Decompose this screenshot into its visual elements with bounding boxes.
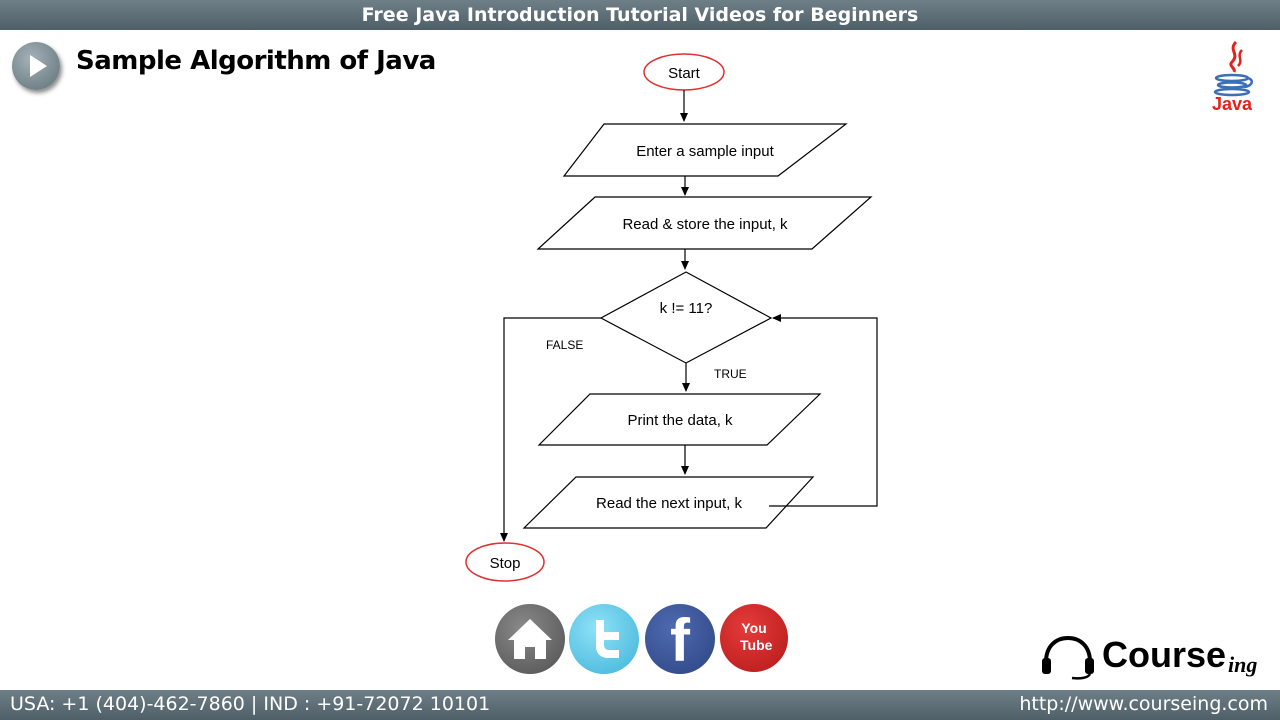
stop-node bbox=[465, 542, 545, 582]
read-next-label: Read the next input, k bbox=[596, 495, 742, 512]
brand-suffix-text: ing bbox=[1228, 652, 1258, 677]
footer-bar: USA: +1 (404)-462-7860 | IND : +91-72072… bbox=[0, 690, 1280, 720]
home-icon bbox=[508, 619, 552, 659]
twitter-button[interactable] bbox=[569, 604, 639, 674]
youtube-icon: You Tube bbox=[740, 620, 773, 654]
false-label: FALSE bbox=[546, 338, 583, 352]
input-node bbox=[562, 123, 848, 177]
edge-loop-back bbox=[769, 314, 878, 507]
stop-label: Stop bbox=[490, 555, 521, 572]
true-label: TRUE bbox=[714, 367, 747, 381]
facebook-button[interactable]: f bbox=[645, 604, 715, 674]
twitter-icon bbox=[596, 620, 619, 658]
facebook-icon: f bbox=[670, 607, 690, 674]
edge-false-stop bbox=[500, 317, 601, 542]
input-label: Enter a sample input bbox=[636, 143, 774, 160]
contact-info: USA: +1 (404)-462-7860 | IND : +91-72072… bbox=[10, 693, 491, 715]
java-logo-text: Java bbox=[1212, 94, 1253, 114]
header-bar: Free Java Introduction Tutorial Videos f… bbox=[0, 0, 1280, 30]
header-title: Free Java Introduction Tutorial Videos f… bbox=[361, 4, 919, 26]
headset-icon bbox=[1042, 635, 1094, 680]
start-label: Start bbox=[668, 65, 701, 82]
courseing-logo: Course ing bbox=[1040, 632, 1272, 682]
youtube-label-tube: Tube bbox=[740, 637, 773, 653]
print-label: Print the data, k bbox=[627, 412, 733, 429]
decision-label: k != 11? bbox=[660, 300, 713, 317]
youtube-button[interactable]: You Tube bbox=[720, 604, 788, 672]
decision-node bbox=[599, 271, 773, 364]
java-cup-icon bbox=[1213, 40, 1253, 97]
read-store-label: Read & store the input, k bbox=[622, 216, 788, 233]
home-button[interactable] bbox=[495, 604, 565, 674]
read-next-node bbox=[522, 476, 815, 529]
play-icon[interactable] bbox=[12, 42, 60, 90]
read-store-node bbox=[536, 196, 873, 250]
print-node bbox=[537, 393, 822, 446]
website-link[interactable]: http://www.courseing.com bbox=[1019, 693, 1268, 715]
slide-title: Sample Algorithm of Java bbox=[76, 46, 436, 76]
brand-main-text: Course bbox=[1102, 634, 1227, 675]
youtube-label-you: You bbox=[741, 620, 767, 636]
